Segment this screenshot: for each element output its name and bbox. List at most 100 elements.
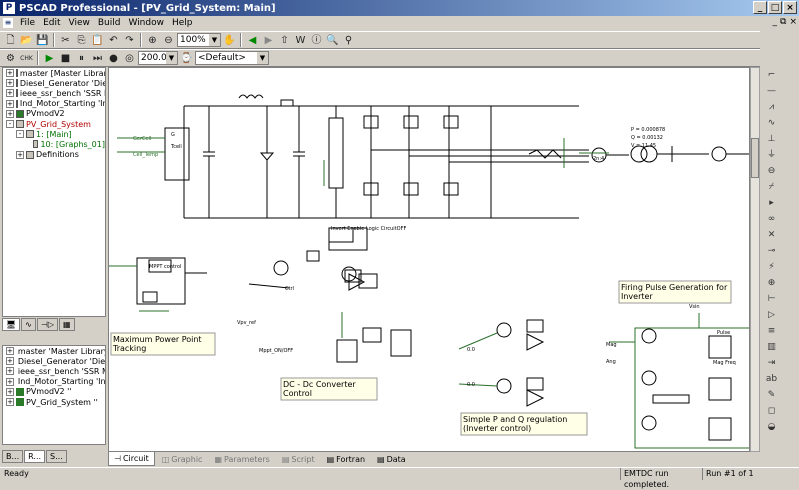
build-icon[interactable]: ⚙ (6, 52, 15, 64)
forward-icon[interactable]: ▶ (264, 34, 273, 46)
tree-item[interactable]: +master [Master Library] (3, 68, 105, 78)
transformer-icon[interactable]: ∞ (767, 214, 776, 224)
output-tab-search[interactable]: S... (46, 450, 67, 463)
check-icon[interactable]: CHK (20, 54, 33, 62)
tab-parameters[interactable]: ▦Parameters (214, 454, 270, 464)
zoom-in-icon[interactable]: ⊕ (148, 34, 157, 46)
resistor-icon[interactable]: ⩘ (768, 102, 775, 112)
find-icon[interactable]: 🔍 (326, 34, 339, 46)
tree-item[interactable]: +ieee_ssr_bench 'SSR M (3, 88, 105, 98)
expander-icon[interactable]: + (6, 367, 14, 376)
expander-icon[interactable]: + (6, 398, 14, 407)
gain-icon[interactable]: ▷ (768, 310, 775, 320)
output-tab-runtime[interactable]: R... (24, 450, 46, 463)
tree-item[interactable]: -PV_Grid_System (3, 119, 105, 129)
expander-icon[interactable]: + (6, 387, 14, 396)
tab-graphic[interactable]: ◫Graphic (161, 454, 203, 464)
bus-icon[interactable]: ≡ (767, 326, 776, 336)
menu-help[interactable]: Help (171, 18, 193, 28)
mdi-minimize-button[interactable]: _ (772, 17, 778, 27)
tab-data[interactable]: ▤Data (377, 454, 406, 464)
expander-icon[interactable]: + (6, 69, 14, 78)
node-icon[interactable]: ⊸ (767, 246, 776, 256)
tab-script[interactable]: ▤Script (281, 454, 315, 464)
cut-icon[interactable]: ✂ (61, 34, 70, 46)
wave-tab-icon[interactable]: ∿ (21, 318, 36, 331)
scroll-thumb[interactable] (751, 138, 759, 178)
library-item[interactable]: +Ind_Motor_Starting 'Indi (3, 377, 105, 387)
wire-icon[interactable]: ⌐ (767, 70, 776, 80)
menu-window[interactable]: Window (128, 18, 164, 28)
output-icon[interactable]: ⇥ (767, 358, 776, 368)
runtime-select[interactable]: 200.0 (138, 51, 178, 65)
menu-file[interactable]: File (20, 18, 36, 28)
snapshot-icon[interactable]: ◎ (125, 52, 134, 64)
expander-icon[interactable]: + (6, 377, 14, 386)
diode-icon[interactable]: ▸ (769, 198, 774, 208)
pause-icon[interactable]: ⏸ (79, 52, 84, 64)
vertical-scrollbar[interactable] (750, 67, 760, 452)
tree-item[interactable]: -1: [Main] (3, 129, 105, 139)
run-icon[interactable]: ▶ (45, 52, 54, 64)
zoom-select[interactable]: 100% (177, 33, 221, 47)
tooltip-icon[interactable]: ◒ (767, 422, 776, 432)
menu-build[interactable]: Build (97, 18, 121, 28)
label-icon[interactable]: ⊢ (767, 294, 776, 304)
setpoint-1-value[interactable]: 0.0 (467, 347, 475, 353)
record-icon[interactable]: ● (109, 52, 118, 64)
minimize-button[interactable]: _ (753, 1, 767, 14)
step-icon[interactable]: ⏭ (93, 52, 102, 64)
new-icon[interactable]: 🗋 (6, 34, 15, 46)
setpoint-2-value[interactable]: 0.0 (467, 382, 475, 388)
expander-icon[interactable]: + (6, 99, 14, 108)
save-icon[interactable]: 💾 (36, 34, 49, 46)
expander-icon[interactable]: + (6, 347, 14, 356)
tab-fortran[interactable]: ▤Fortran (326, 454, 366, 464)
breaker-icon[interactable]: ✕ (767, 230, 776, 240)
binoculars-icon[interactable]: ⚲ (344, 34, 353, 46)
stop-icon[interactable]: ■ (60, 52, 71, 64)
capacitor-icon[interactable]: ⊥ (767, 134, 776, 144)
expander-icon[interactable]: - (6, 120, 14, 129)
redo-icon[interactable]: ↷ (125, 34, 134, 46)
zoom-out-icon[interactable]: ⊖ (164, 34, 173, 46)
tree-item[interactable]: +PVmodV2 (3, 109, 105, 119)
expander-icon[interactable]: + (6, 109, 14, 118)
maximize-button[interactable]: □ (768, 1, 782, 14)
component-tab-icon[interactable]: ⊣▷ (36, 318, 58, 331)
meter-icon[interactable]: ⊕ (767, 278, 776, 288)
paste-icon[interactable]: 📋 (91, 34, 104, 46)
info-icon[interactable]: ⓘ (311, 34, 322, 46)
library-item[interactable]: +master 'Master Library' (3, 346, 105, 356)
library-item[interactable]: +PV_Grid_System '' (3, 397, 105, 407)
tree-item[interactable]: +Ind_Motor_Starting 'Indi (3, 99, 105, 109)
menu-view[interactable]: View (68, 18, 90, 28)
tree-item[interactable]: +Definitions (3, 150, 105, 160)
output-tab-build[interactable]: B... (2, 450, 24, 463)
expander-icon[interactable]: - (16, 130, 24, 139)
inductor-icon[interactable]: ∿ (767, 118, 776, 128)
back-icon[interactable]: ◀ (248, 34, 257, 46)
source-icon[interactable]: ⊖ (767, 166, 776, 176)
tree-item[interactable]: 10: [Graphs_01] (3, 139, 105, 149)
tree-item[interactable]: +Diesel_Generator 'Dies (3, 78, 105, 88)
mdi-close-button[interactable]: × (789, 17, 797, 27)
graph-icon[interactable]: ▥ (767, 342, 776, 352)
tab-circuit[interactable]: ⊣Circuit (108, 452, 155, 466)
line-icon[interactable]: — (767, 86, 776, 96)
expander-icon[interactable]: + (6, 89, 14, 98)
close-button[interactable]: × (783, 1, 797, 14)
up-icon[interactable]: ⇧ (280, 34, 289, 46)
fault-icon[interactable]: ⚡ (768, 262, 775, 272)
expander-icon[interactable]: + (16, 150, 24, 159)
copy-icon[interactable]: ⎘ (77, 34, 86, 46)
workspace-tab-icon[interactable]: 🖥 (2, 318, 21, 331)
equation-icon[interactable]: W (295, 34, 306, 46)
layer-select[interactable]: <Default> (195, 51, 269, 65)
ground-icon[interactable]: ⏚ (766, 150, 776, 160)
timer-icon[interactable]: ⌚ (180, 52, 193, 64)
sticky-note-icon[interactable]: ◻ (767, 406, 776, 416)
menu-edit[interactable]: Edit (43, 18, 61, 28)
text-icon[interactable]: ab (765, 374, 778, 384)
